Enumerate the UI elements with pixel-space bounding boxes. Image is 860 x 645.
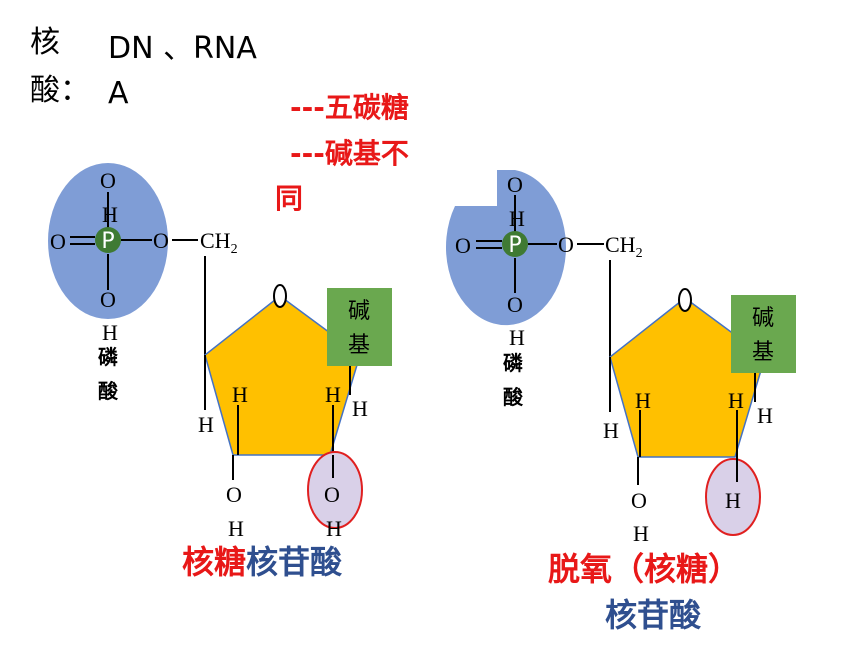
right-h-c1: H (757, 403, 773, 428)
left-o-c2: O (324, 482, 340, 507)
right-phosphate-label-1: 磷 (503, 351, 523, 375)
right-h-bottom: H (509, 325, 525, 350)
left-p-circle (95, 227, 121, 253)
left-phosphate-label-2: 酸 (98, 379, 119, 403)
right-o-c3: O (631, 488, 647, 513)
left-h-c4: H (198, 412, 214, 437)
left-caption: 核糖核苷酸 (182, 543, 343, 581)
left-o-c3: O (226, 482, 242, 507)
note-line-1: ---五碳糖 (290, 91, 409, 124)
left-phosphate-label-1: 磷 (98, 345, 118, 369)
left-base-line-1: 碱 (348, 299, 370, 324)
right-nucleotide: O H O P O CH2 O H 磷 酸 碱 基 H H O H H H H … (445, 170, 796, 634)
left-nucleotide: O H O P O CH2 O H 磷 酸 碱 基 H H O H H H O … (48, 163, 392, 581)
left-base-line-2: 基 (348, 333, 370, 358)
right-base-box (731, 295, 796, 373)
left-h-c1: H (352, 396, 368, 421)
header-char-1: 核 (30, 25, 60, 60)
left-oh-highlight (307, 451, 363, 529)
left-o-bottom: O (100, 287, 116, 312)
right-h-c3: H (633, 521, 649, 546)
right-h-c2: H (725, 488, 741, 513)
right-h-c4: H (603, 418, 619, 443)
right-caption-blue: 核苷酸 (605, 596, 702, 634)
right-o-bottom: O (507, 292, 523, 317)
header-line-1: DN 、RNA (108, 31, 257, 66)
left-o-top: O (100, 168, 116, 193)
right-p-circle (502, 231, 528, 257)
left-h-c3: H (228, 516, 244, 541)
right-h-top: H (509, 206, 525, 231)
right-h-c3-top: H (635, 388, 651, 413)
right-caption-red: 脱氧（核糖） (548, 550, 740, 588)
note-line-3: 同 (275, 182, 303, 215)
left-h-bottom: H (102, 320, 118, 345)
right-phosphate-label-2: 酸 (503, 385, 524, 409)
left-base-box (327, 288, 392, 366)
left-h-top: H (102, 202, 118, 227)
left-o-bridge: O (153, 228, 169, 253)
left-h-c3-top: H (232, 382, 248, 407)
right-o-top: O (507, 172, 523, 197)
header-char-2: 酸： (30, 73, 90, 108)
left-ch2: CH2 (200, 228, 238, 257)
left-p-atom: P (101, 229, 114, 254)
left-h-c2-top: H (325, 382, 341, 407)
header-line-2: A (108, 76, 129, 111)
left-o-double: O (50, 229, 66, 254)
right-o-double: O (455, 233, 471, 258)
right-base-line-1: 碱 (752, 306, 774, 331)
right-ch2: CH2 (605, 232, 643, 261)
right-h-c2-top: H (728, 388, 744, 413)
right-p-atom: P (508, 233, 521, 258)
right-h-highlight (705, 458, 761, 536)
note-line-2: ---碱基不 (290, 137, 409, 170)
right-base-line-2: 基 (752, 340, 774, 365)
left-ring-oxygen (273, 284, 287, 308)
left-h-c2: H (326, 516, 342, 541)
right-o-bridge: O (558, 232, 574, 257)
right-ring-oxygen (678, 288, 692, 312)
